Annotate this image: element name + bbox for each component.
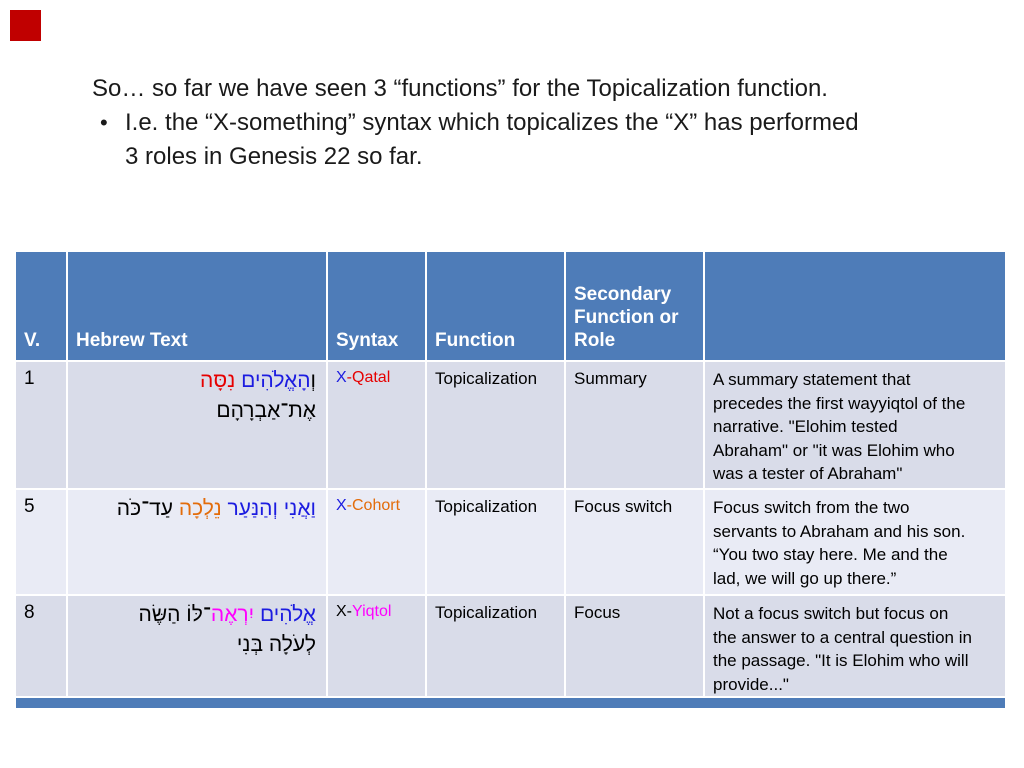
- notes-line: Not a focus switch but focus on: [713, 604, 949, 623]
- notes-line: provide...": [713, 674, 789, 694]
- header-secondary-function: Secondary Function or Role: [566, 252, 703, 360]
- hebrew-segment: ־לּוֹ הַשֶּׂה: [138, 603, 211, 626]
- hebrew-segment: וַאֲנִי וְהַנַּעַר: [227, 497, 316, 520]
- verse-number-cell: 8: [16, 596, 66, 696]
- header-verse: V.: [16, 252, 66, 360]
- function-cell: Topicalization: [427, 490, 564, 594]
- hebrew-segment: לְעֹלָה בְּנִי: [236, 633, 316, 656]
- notes-line: Abraham" or "it was Elohim who: [713, 440, 955, 460]
- hebrew-segment: אֶת־אַבְרָהָם: [216, 399, 316, 422]
- notes-line: “You two stay here. Me and the: [713, 545, 948, 564]
- title-block: So… so far we have seen 3 “functions” fo…: [92, 72, 952, 174]
- hebrew-line: אֱלֹהִים יִרְאֶה־לּוֹ הַשֶּׂה: [72, 600, 316, 630]
- syntax-cell: X-Qatal: [328, 362, 425, 488]
- secondary-function-cell: Focus switch: [566, 490, 703, 594]
- hebrew-text-cell: אֱלֹהִים יִרְאֶה־לּוֹ הַשֶּׂה לְעֹלָה בְּ…: [68, 596, 326, 696]
- notes-cell: Focus switch from the two servants to Abr…: [705, 490, 1005, 594]
- hebrew-segment: אֱלֹהִים: [259, 603, 316, 626]
- notes-line: narrative. "Elohim tested: [713, 417, 898, 436]
- notes-cell: Not a focus switch but focus on the answe…: [705, 596, 1005, 696]
- bullet-line-1: I.e. the “X-something” syntax which topi…: [125, 109, 859, 136]
- hebrew-segment: יִרְאֶה: [210, 603, 255, 626]
- function-cell: Topicalization: [427, 596, 564, 696]
- notes-line: the answer to a central question in: [713, 627, 972, 647]
- notes-line: was a tester of Abraham": [713, 464, 903, 483]
- hebrew-segment: נִסָּה: [200, 369, 236, 392]
- header-function: Function: [427, 252, 564, 360]
- hebrew-line: אֶת־אַבְרָהָם: [72, 396, 316, 426]
- syntax-segment: X: [336, 369, 347, 386]
- header-hebrew-text: Hebrew Text: [68, 252, 326, 360]
- notes-line: the passage. "It is Elohim who will: [713, 651, 969, 670]
- hebrew-segment: הָאֱלֹהִים: [241, 369, 311, 392]
- hebrew-text-cell: וְהָאֱלֹהִים נִסָּה אֶת־אַבְרָהָם: [68, 362, 326, 488]
- notes-line: lad, we will go up there.”: [713, 568, 897, 588]
- syntax-cell: X-Cohort: [328, 490, 425, 594]
- hebrew-line: וְהָאֱלֹהִים נִסָּה: [72, 366, 316, 396]
- hebrew-text-cell: וַאֲנִי וְהַנַּעַר נֵלְכָה עַד־כֹּה: [68, 490, 326, 594]
- syntax-segment: -Qatal: [346, 369, 391, 386]
- slide-corner-marker: [10, 10, 41, 41]
- hebrew-line: לְעֹלָה בְּנִי: [72, 630, 316, 660]
- hebrew-segment: עַד־כֹּה: [116, 497, 179, 520]
- table-bottom-accent-bar: [16, 698, 1005, 708]
- notes-line: precedes the first wayyiqtol of the: [713, 393, 966, 413]
- bullet-text: I.e. the “X-something” syntax which topi…: [125, 106, 952, 174]
- bullet-glyph: •: [100, 110, 108, 135]
- syntax-segment: X: [336, 497, 347, 514]
- notes-line: A summary statement that: [713, 370, 911, 389]
- secondary-function-cell: Focus: [566, 596, 703, 696]
- bullet-line-2: 3 roles in Genesis 22 so far.: [125, 143, 423, 170]
- verse-number-cell: 1: [16, 362, 66, 488]
- syntax-segment: -Cohort: [346, 497, 401, 514]
- syntax-segment: Yiqtol: [352, 603, 392, 620]
- syntax-segment: X-: [336, 603, 352, 620]
- syntax-cell: X-Yiqtol: [328, 596, 425, 696]
- notes-cell: A summary statement that precedes the fir…: [705, 362, 1005, 488]
- accent-bar-cell: [16, 698, 1005, 708]
- title-text: So… so far we have seen 3 “functions” fo…: [92, 75, 828, 102]
- header-syntax: Syntax: [328, 252, 425, 360]
- analysis-table: V. Hebrew Text Syntax Function Secondary…: [14, 250, 1007, 710]
- secondary-function-cell: Summary: [566, 362, 703, 488]
- bullet-item: • I.e. the “X-something” syntax which to…: [100, 106, 952, 174]
- verse-number-cell: 5: [16, 490, 66, 594]
- table-header-row: V. Hebrew Text Syntax Function Secondary…: [16, 252, 1005, 360]
- notes-line: Focus switch from the two: [713, 498, 910, 517]
- hebrew-line: וַאֲנִי וְהַנַּעַר נֵלְכָה עַד־כֹּה: [72, 494, 316, 524]
- notes-line: servants to Abraham and his son.: [713, 521, 966, 541]
- header-notes: [705, 252, 1005, 360]
- hebrew-segment: וְ: [310, 369, 316, 392]
- function-cell: Topicalization: [427, 362, 564, 488]
- hebrew-segment: נֵלְכָה: [178, 497, 222, 520]
